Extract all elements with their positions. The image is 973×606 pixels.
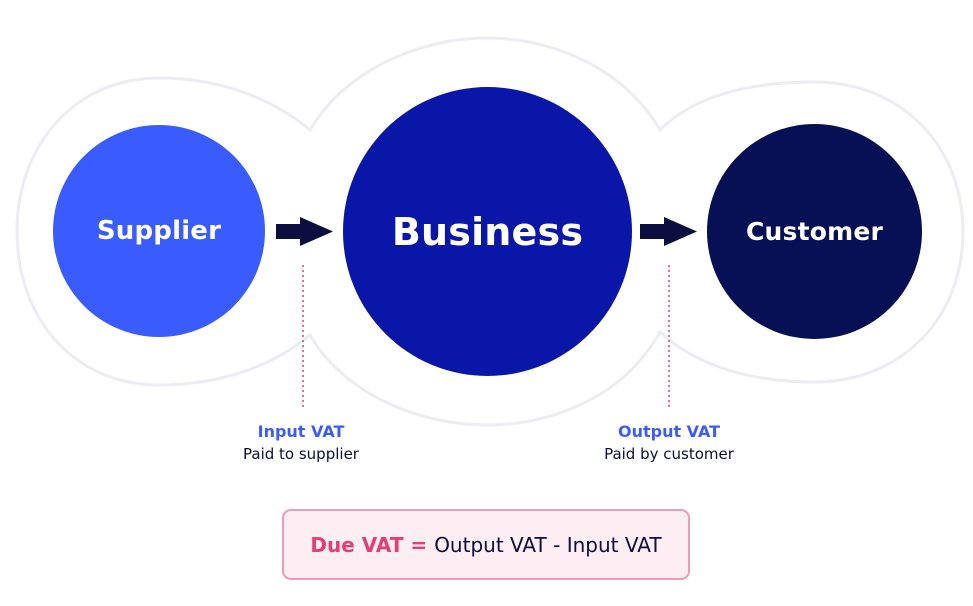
- arrow-business-to-customer: [640, 217, 697, 246]
- input-vat-title: Input VAT: [257, 422, 345, 441]
- supplier-node: Supplier: [53, 125, 265, 337]
- due-vat-formula: Due VAT = Output VAT - Input VAT: [282, 509, 690, 580]
- supplier-label: Supplier: [96, 216, 222, 246]
- output-vat-subtitle: Paid by customer: [604, 445, 734, 463]
- output-vat-annotation: Output VAT Paid by customer: [559, 421, 779, 465]
- formula-rhs: Output VAT - Input VAT: [434, 532, 662, 557]
- arrow-supplier-to-business: [276, 217, 333, 246]
- diagram-outline: [15, 36, 965, 427]
- formula-lhs: Due VAT =: [310, 532, 428, 557]
- customer-label: Customer: [745, 217, 884, 246]
- output-vat-title: Output VAT: [617, 422, 721, 441]
- input-vat-annotation: Input VAT Paid to supplier: [191, 421, 411, 465]
- customer-node: Customer: [707, 124, 922, 339]
- input-vat-subtitle: Paid to supplier: [243, 445, 359, 463]
- business-node: Business: [343, 87, 632, 376]
- business-label: Business: [391, 209, 584, 254]
